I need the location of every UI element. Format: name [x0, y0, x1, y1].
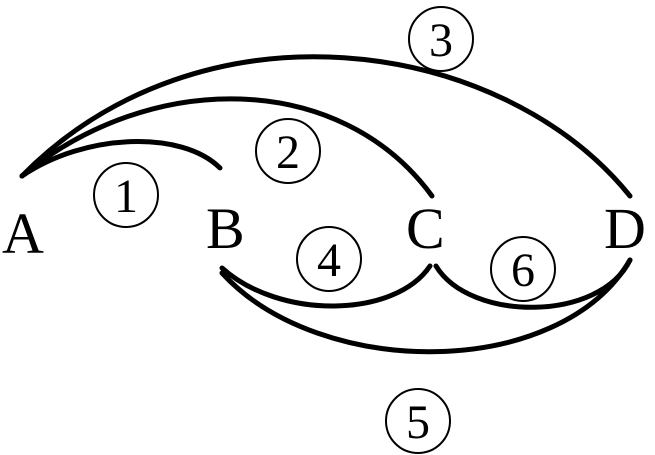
edge-6-label: 6: [490, 236, 556, 302]
edge-4-label: 4: [296, 226, 362, 292]
edge-2-curve: [19, 96, 435, 199]
edge-1-curve: [19, 139, 223, 179]
edge-5-number: 5: [406, 396, 430, 449]
edge-2-label: 2: [255, 118, 321, 184]
edge-5-label: 5: [385, 388, 451, 454]
edge-5-curve: [219, 257, 633, 355]
node-d-label: D: [604, 196, 646, 261]
edge-2-number: 2: [276, 126, 300, 179]
node-b-label: B: [206, 196, 245, 261]
edge-6-curve: [433, 257, 633, 310]
node-a-label: A: [2, 201, 44, 266]
edge-4-curve: [219, 263, 433, 309]
edge-1-label: 1: [93, 162, 159, 228]
edge-1-number: 1: [114, 170, 138, 223]
edge-3-curve: [19, 54, 633, 199]
edge-3-number: 3: [429, 14, 453, 67]
edge-4-number: 4: [317, 234, 341, 287]
edge-6-number: 6: [511, 244, 535, 297]
node-c-label: C: [406, 196, 445, 261]
edge-3-label: 3: [408, 6, 474, 72]
